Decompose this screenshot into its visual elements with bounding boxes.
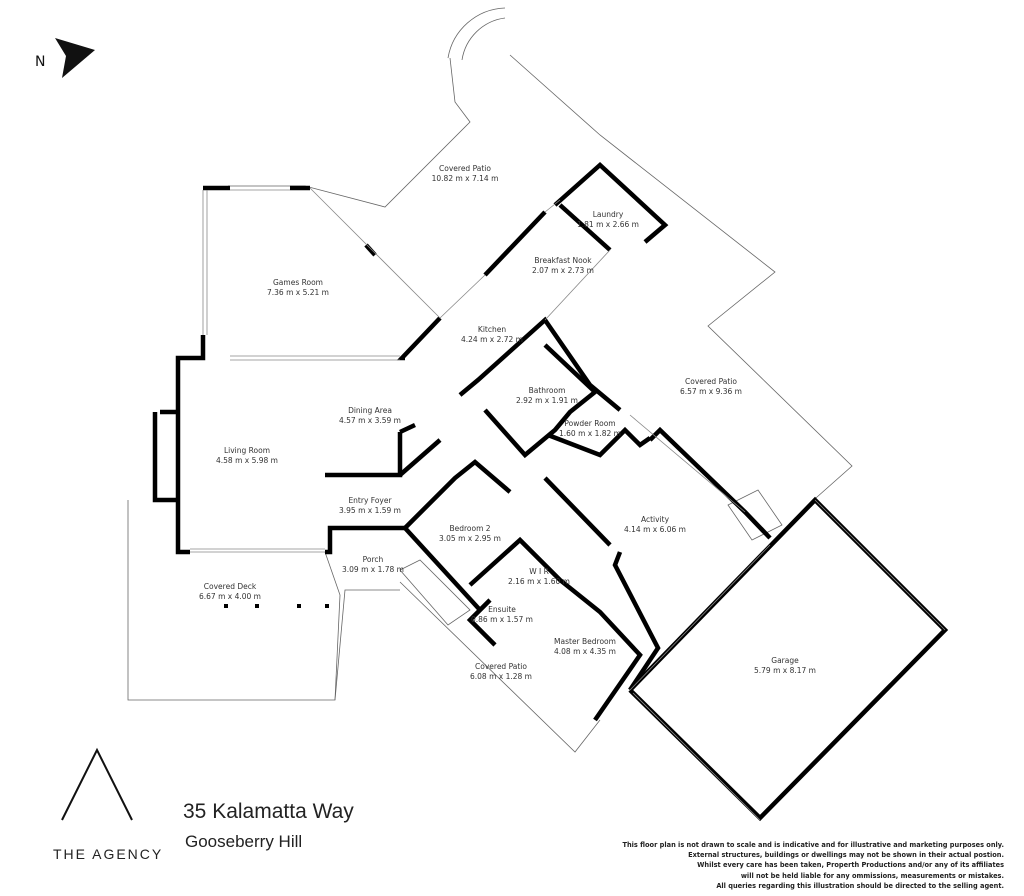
deck-posts [224, 604, 329, 608]
disclaimer: This floor plan is not drawn to scale an… [622, 841, 1004, 890]
compass-label: N [35, 54, 45, 70]
windows [190, 185, 946, 821]
walls [152, 161, 949, 822]
outdoor-outlines [127, 7, 853, 753]
address-suburb: Gooseberry Hill [185, 832, 303, 851]
north-arrow-icon: N [35, 38, 95, 78]
agency-logo-icon [61, 747, 133, 821]
address-street: 35 Kalamatta Way [183, 800, 354, 823]
brand-name: THE AGENCY [53, 846, 164, 862]
